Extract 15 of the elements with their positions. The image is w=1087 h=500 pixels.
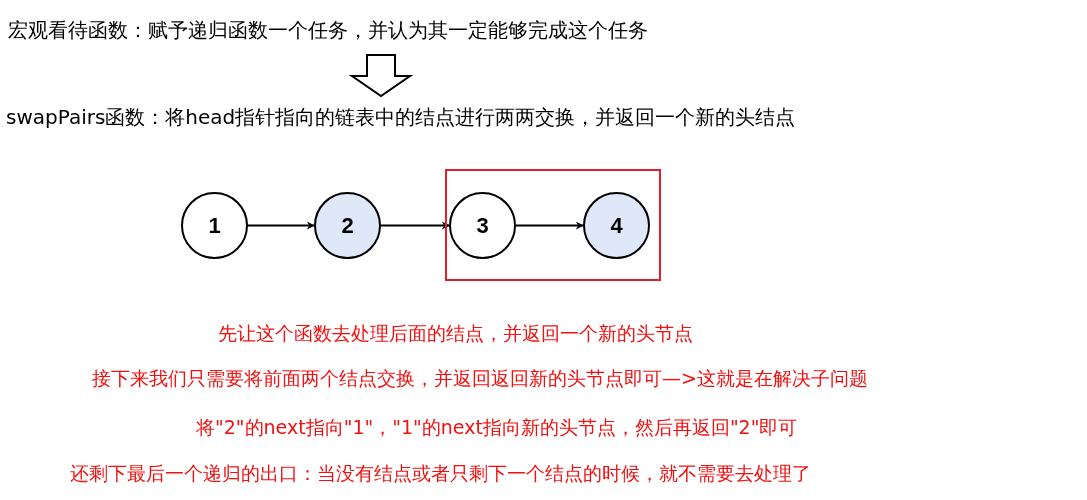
arrow bbox=[247, 221, 315, 230]
heading-text: 宏观看待函数：赋予递归函数一个任务，并认为其一定能够完成这个任务 bbox=[8, 17, 788, 43]
arrow bbox=[515, 221, 584, 230]
list-node-circle: 4 bbox=[583, 192, 650, 259]
function-description: swapPairs函数：将head指针指向的链表中的结点进行两两交换，并返回一个新的头结点 bbox=[6, 104, 966, 130]
annotation-text: 先让这个函数去处理后面的结点，并返回一个新的头节点 bbox=[218, 321, 693, 346]
arrow bbox=[380, 221, 450, 230]
list-node-circle: 2 bbox=[314, 192, 381, 259]
annotation-text: 将"2"的next指向"1"，"1"的next指向新的头节点，然后再返回"2"即可 bbox=[196, 415, 798, 440]
annotation-text: 还剩下最后一个递归的出口：当没有结点或者只剩下一个结点的时候，就不需要去处理了 bbox=[70, 461, 811, 486]
highlight-box bbox=[445, 169, 661, 281]
annotation-text: 接下来我们只需要将前面两个结点交换，并返回返回新的头节点即可—>这就是在解决子问题 bbox=[92, 366, 868, 391]
hollow-down-arrow bbox=[348, 54, 414, 98]
list-node-circle: 3 bbox=[449, 192, 516, 259]
list-node-circle: 1 bbox=[181, 192, 248, 259]
